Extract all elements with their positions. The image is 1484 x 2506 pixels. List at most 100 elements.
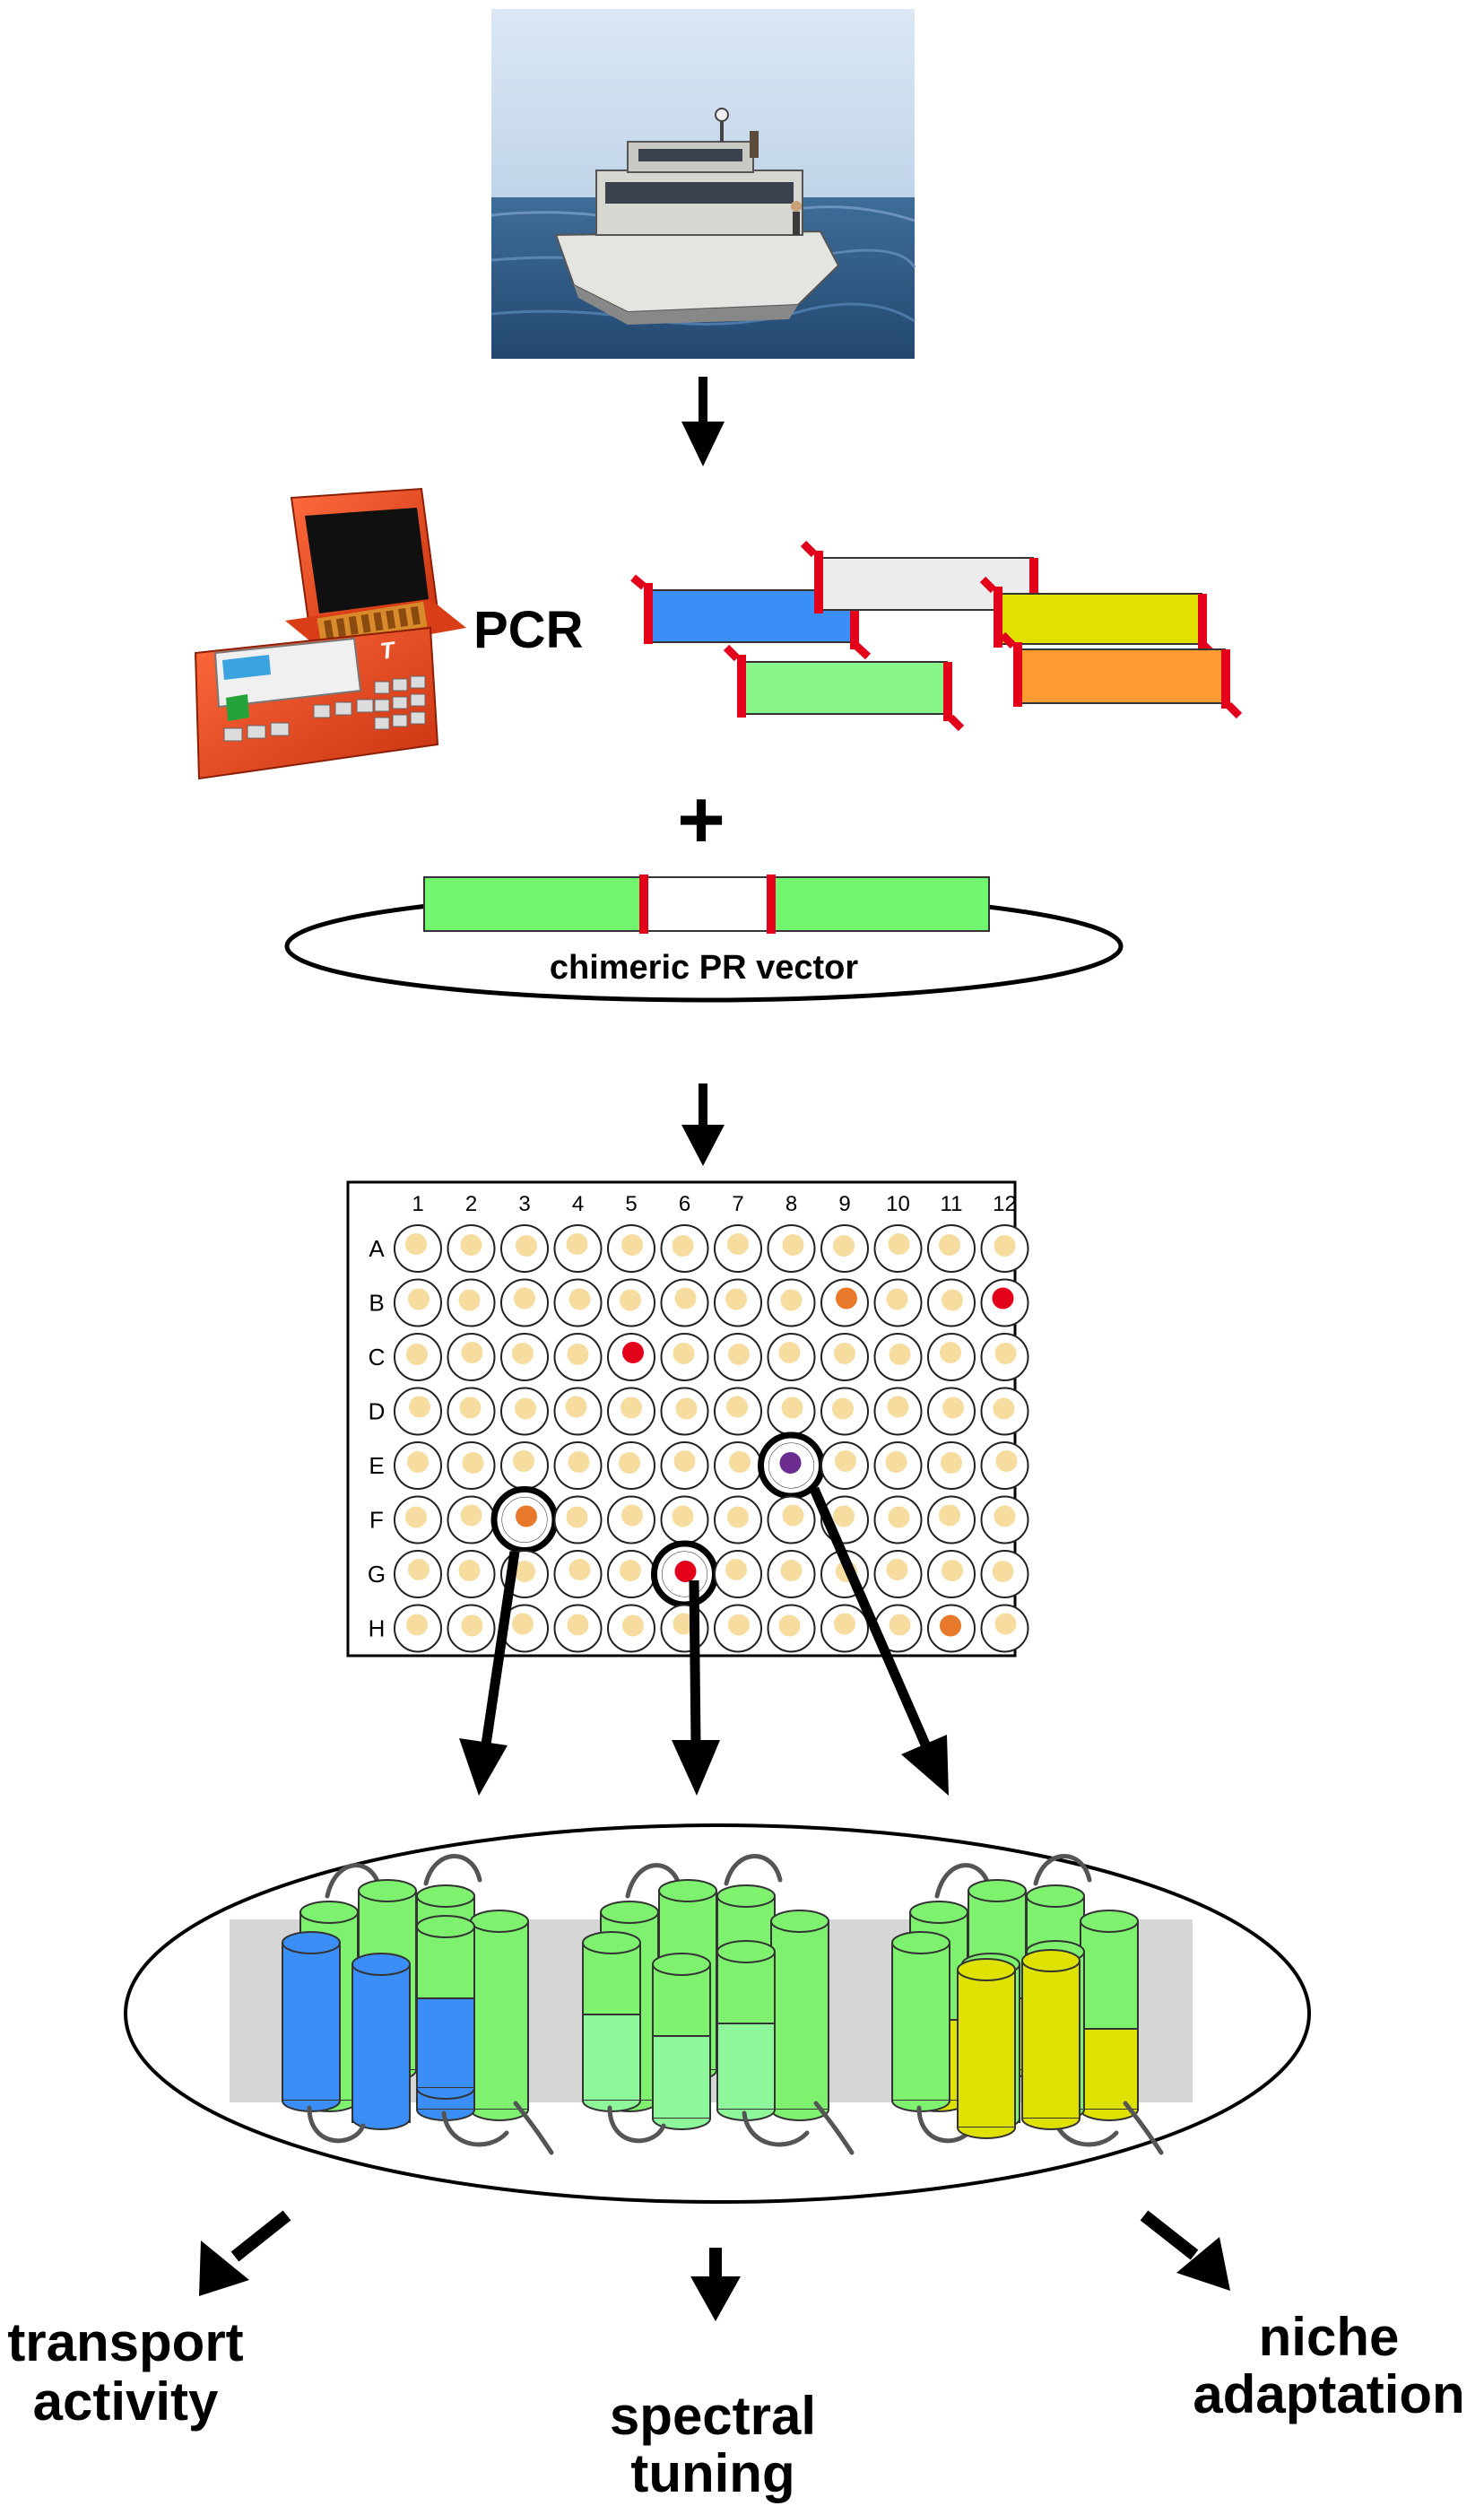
plate-row-label: B [369,1290,384,1317]
plate-well [927,1495,976,1544]
plate-column-label: 8 [785,1192,797,1216]
helix-cylinder [351,1953,411,2130]
plate-row-label: D [369,1398,386,1425]
colony [461,1614,483,1637]
colored-colony [622,1342,644,1363]
colony [672,1505,694,1527]
arrow-to-transport-activity [199,2210,291,2296]
colony [567,1614,589,1636]
colony [727,1233,749,1255]
colony [727,1506,749,1528]
colony [409,1396,430,1418]
colony [889,1614,911,1636]
plate-well [500,1333,549,1381]
colony [833,1505,855,1527]
plate-column-label: 5 [625,1192,637,1216]
plate-well [660,1604,709,1653]
plate-well [447,1495,496,1544]
plate-well [767,1495,816,1544]
colony [458,1289,481,1311]
plate-well [394,1224,442,1273]
colony [728,1344,750,1365]
colony [993,1397,1015,1420]
colony [673,1450,696,1472]
colony [513,1450,534,1472]
plate-well [447,1604,496,1653]
plate-well [873,1333,923,1381]
chimera-yellow-green [891,1854,1164,2155]
colony [405,1233,427,1255]
plate-column-label: 6 [679,1192,690,1216]
arrow-g6-to-green-protein [672,1579,720,1796]
colony [620,1560,641,1581]
plate-well [767,1550,816,1598]
fragment-orange [999,631,1243,719]
plate-well [980,1604,1029,1653]
colony [568,1288,591,1310]
colony [834,1343,855,1364]
plate-well [873,1387,923,1436]
colony [621,1234,643,1256]
arrow-e8-to-yellow-chimera [809,1486,949,1796]
colony [620,1289,641,1311]
outcome-spectral-line2: tuning [630,2443,794,2503]
colony [887,1396,909,1418]
colony [674,1287,697,1310]
plate-well [394,1495,442,1544]
plate-row-label: E [369,1452,384,1479]
plate-well [447,1387,496,1436]
colony [516,1235,537,1257]
plate-column-label: 10 [886,1192,910,1216]
plate-well [500,1604,549,1653]
plate-well [714,1550,762,1598]
helix-cylinder [582,1931,641,2112]
plate-well [660,1224,709,1273]
chimera-blue-green [282,1854,554,2155]
arrow-to-niche-adaptation [1140,2210,1230,2291]
colony [675,1397,698,1420]
colony [994,1343,1017,1364]
plate-well [394,1278,442,1327]
plate-well [927,1441,976,1490]
colony [725,1288,747,1310]
plate-well [607,1224,655,1273]
colony [408,1559,430,1580]
plate-well [553,1333,603,1381]
plate-well [873,1278,923,1327]
plate-well [873,1604,923,1653]
colony [458,1560,481,1581]
plate-well [873,1495,923,1544]
colony [942,1560,963,1581]
plate-well [607,1387,655,1436]
helix-cylinder [891,1931,950,2112]
plate-well [553,1387,603,1436]
plate-well [927,1604,976,1653]
colony [782,1504,804,1527]
colony [940,1342,961,1363]
pcr-thermocycler-icon: T [194,487,466,780]
plate-well [651,1540,718,1608]
vector-plasmid [284,874,1124,1003]
plate-well [500,1441,549,1490]
outcome-niche-line2: adaptation [1193,2364,1464,2424]
colony [512,1343,534,1364]
colony [619,1452,640,1474]
colony [885,1451,907,1473]
colony [725,1559,747,1580]
colony [406,1344,428,1365]
colony [621,1504,643,1527]
colony [460,1504,482,1527]
colony [728,1614,750,1636]
plate-well [873,1550,923,1598]
plate-well [447,1278,496,1327]
colored-colony [940,1614,961,1637]
plate-well [767,1387,816,1436]
colony [832,1397,854,1420]
helix-cylinder [416,1915,475,2100]
plate-row-label: G [368,1561,386,1588]
plate-well [820,1278,869,1327]
plate-column-label: 12 [993,1192,1017,1216]
plate-well [927,1224,976,1273]
colony [565,1396,587,1418]
